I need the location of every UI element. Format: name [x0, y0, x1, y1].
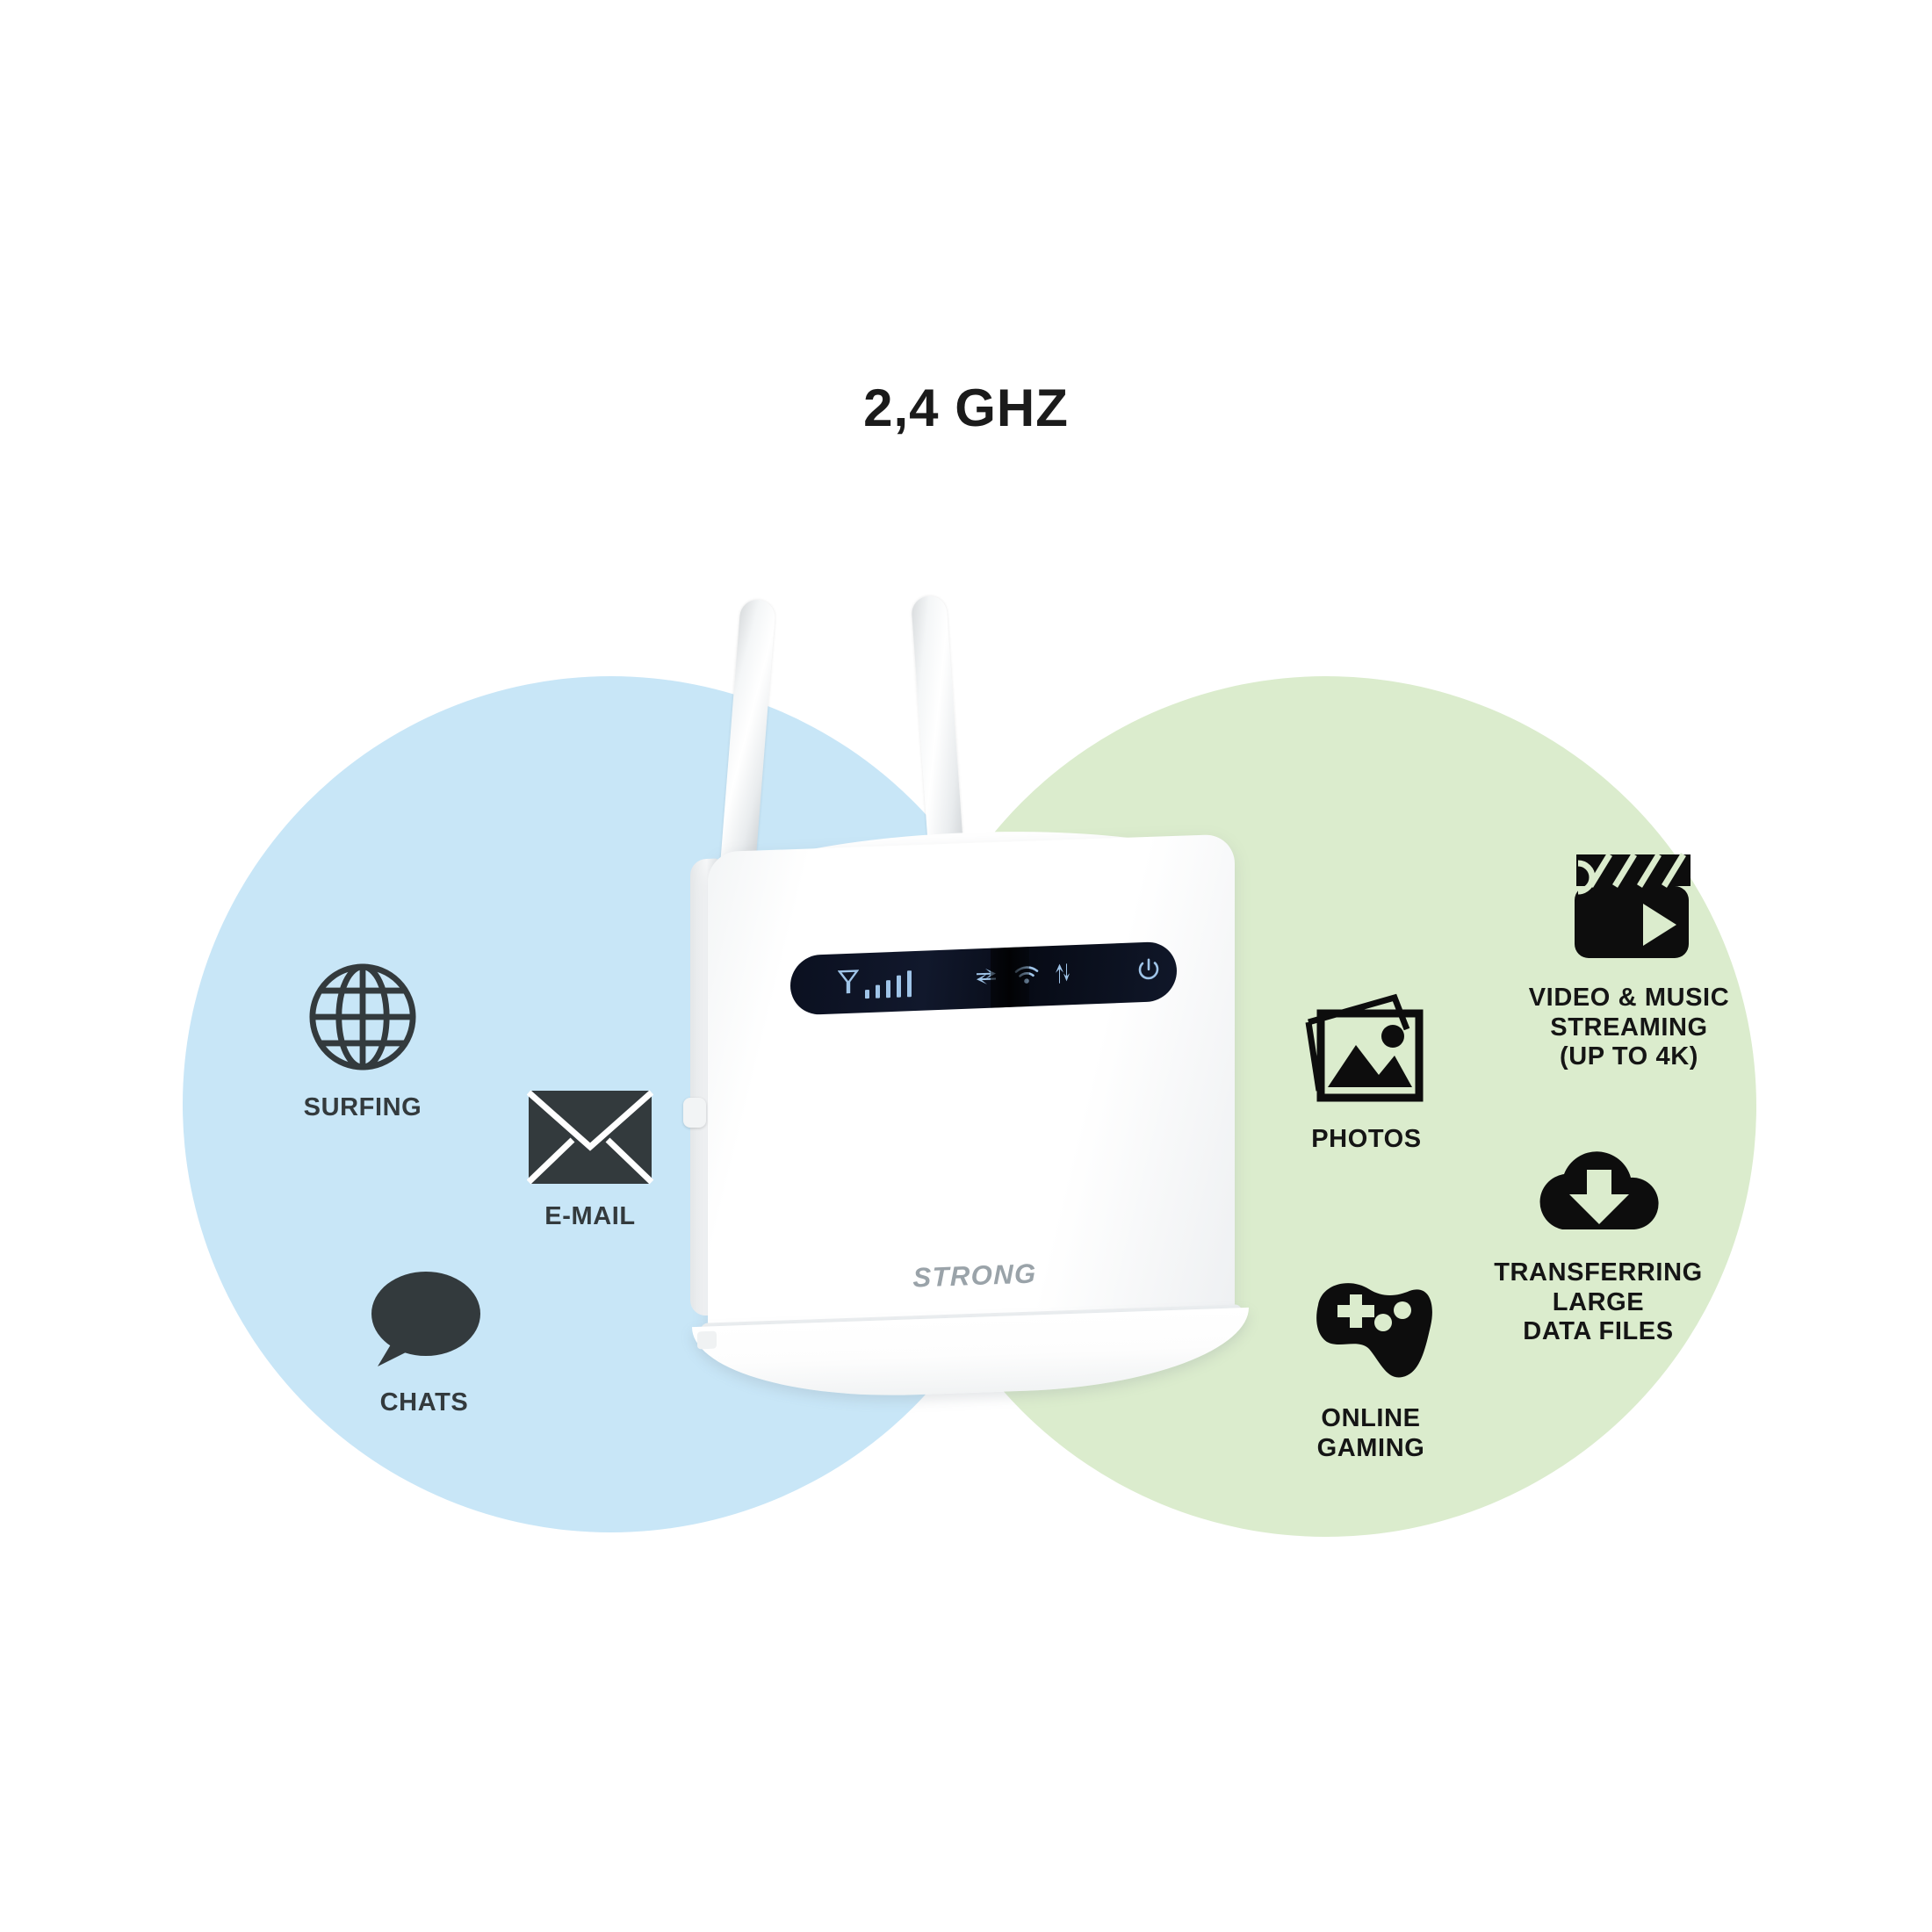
feature-online-gaming: ONLINE GAMING [1239, 1265, 1503, 1463]
router-antenna-left [718, 598, 776, 890]
cloud-download-icon [1467, 1142, 1730, 1246]
feature-transferring-data: TRANSFERRING LARGE DATA FILES [1467, 1142, 1730, 1347]
feature-label: TRANSFERRING LARGE DATA FILES [1494, 1258, 1703, 1346]
feature-label: CHATS [379, 1388, 469, 1417]
signal-bar-3 [886, 979, 890, 998]
photos-icon [1235, 984, 1498, 1113]
signal-bar-2 [876, 984, 880, 998]
globe-icon [231, 957, 494, 1081]
signal-bar-1 [865, 989, 869, 998]
led-panel-glare [991, 947, 1029, 1008]
feature-label: VIDEO & MUSIC STREAMING (UP TO 4K) [1528, 984, 1730, 1071]
feature-surfing: SURFING [231, 957, 494, 1123]
feature-label: SURFING [303, 1093, 422, 1121]
lan-arrows-icon [973, 966, 999, 991]
led-power [1136, 957, 1161, 987]
power-icon [1136, 957, 1161, 987]
envelope-icon [458, 1089, 722, 1190]
feature-photos: PHOTOS [1235, 984, 1498, 1155]
antenna-signal-icon [837, 968, 860, 999]
feature-video-streaming: VIDEO & MUSIC STREAMING (UP TO 4K) [1497, 847, 1761, 1072]
router-foot [697, 1330, 717, 1350]
signal-bar-5 [907, 970, 912, 997]
data-arrows-icon [1054, 962, 1071, 990]
router-device: STRONG [683, 580, 1265, 1502]
feature-label: ONLINE GAMING [1316, 1404, 1425, 1462]
router-side-button[interactable] [683, 1098, 706, 1128]
speech-bubble-icon [292, 1265, 556, 1376]
feature-label: E-MAIL [544, 1202, 636, 1230]
page-title: 2,4 GHZ [863, 378, 1069, 437]
router-led-panel [790, 941, 1177, 1016]
feature-label: PHOTOS [1311, 1125, 1422, 1153]
signal-bar-4 [897, 975, 901, 998]
feature-email: E-MAIL [458, 1089, 722, 1232]
led-signal-strength [837, 966, 912, 999]
clapperboard-icon [1497, 847, 1761, 971]
gamepad-icon [1239, 1265, 1503, 1392]
feature-chats: CHATS [292, 1265, 556, 1418]
